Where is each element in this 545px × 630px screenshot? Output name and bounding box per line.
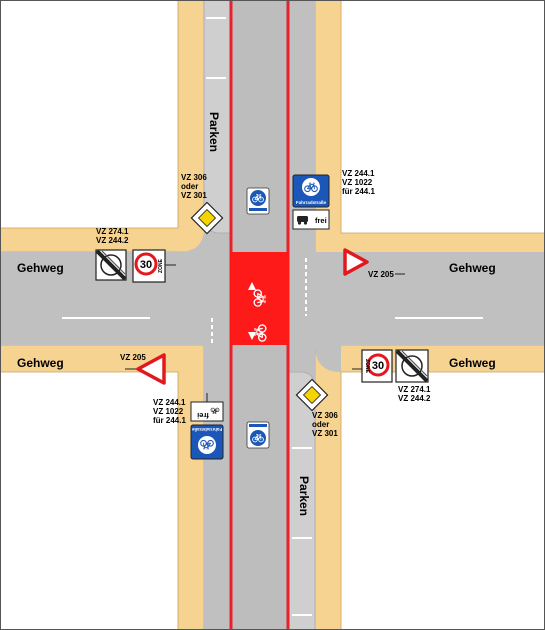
label-left-yield: VZ 205 <box>120 353 146 362</box>
speed-zone-sign: 30 ZONE <box>361 349 393 383</box>
label-line: für 244.1 <box>342 187 375 196</box>
label-line: VZ 1022 <box>153 407 184 416</box>
yield-sign-icon <box>136 353 166 385</box>
label-line: oder <box>181 182 198 191</box>
label-line: VZ 1022 <box>342 178 373 187</box>
label-line: VZ 274.1 <box>398 385 431 394</box>
priority-road-sign-icon <box>190 201 224 235</box>
svg-text:30: 30 <box>372 360 384 372</box>
label-line: VZ 274.1 <box>96 227 129 236</box>
bicycle-street-sign-icon <box>246 187 270 215</box>
svg-text:frei: frei <box>315 216 327 225</box>
label-line: VZ 306 <box>312 411 338 420</box>
bicycle-street-sign-icon: Fahrradstraße <box>190 424 224 460</box>
corner-curve-br <box>315 345 341 372</box>
svg-text:30: 30 <box>140 259 152 271</box>
zone-end-sign-icon <box>395 349 429 383</box>
svg-text:Fahrradstraße: Fahrradstraße <box>191 427 222 432</box>
label-line: VZ 301 <box>312 429 338 438</box>
parking-label: Parken <box>207 112 221 152</box>
parking-strip-lower <box>288 371 316 630</box>
label-line: VZ 244.2 <box>96 236 129 245</box>
svg-text:ZONE: ZONE <box>364 359 370 374</box>
crossing-dashes <box>211 258 307 344</box>
bicycle-street-sign-icon: Fahrradstraße <box>292 174 330 208</box>
zone-end-sign-icon <box>95 249 127 281</box>
sidewalk-label: Gehweg <box>17 356 64 370</box>
bicycle-street-sign-icon <box>246 421 270 449</box>
speed-zone-sign: 30 ZONE <box>132 249 166 283</box>
red-area-arrows <box>248 282 256 340</box>
label-line: VZ 244.2 <box>398 394 431 403</box>
corner-curve-tl <box>178 228 204 252</box>
parking-ticks <box>206 17 312 616</box>
frei-sign: frei <box>190 401 224 422</box>
priority-road-sign-icon <box>295 378 329 412</box>
svg-text:ZONE: ZONE <box>158 258 164 273</box>
label-line: oder <box>312 420 329 429</box>
parking-label: Parken <box>297 476 311 516</box>
sidewalk-label: Gehweg <box>17 261 64 275</box>
svg-text:frei: frei <box>197 411 209 420</box>
label-line: VZ 244.1 <box>153 398 186 407</box>
car-icon <box>297 216 308 225</box>
label-line: VZ 301 <box>181 191 207 200</box>
label-right-yield: VZ 205 <box>368 270 394 279</box>
frei-sign: frei <box>292 209 330 230</box>
label-line: VZ 306 <box>181 173 207 182</box>
label-line: für 244.1 <box>153 416 186 425</box>
road-markings <box>62 317 483 319</box>
sidewalk-label: Gehweg <box>449 261 496 275</box>
svg-text:Fahrradstraße: Fahrradstraße <box>296 200 327 205</box>
yield-sign-icon <box>343 248 369 276</box>
sidewalk-label: Gehweg <box>449 356 496 370</box>
label-line: VZ 244.1 <box>342 169 375 178</box>
